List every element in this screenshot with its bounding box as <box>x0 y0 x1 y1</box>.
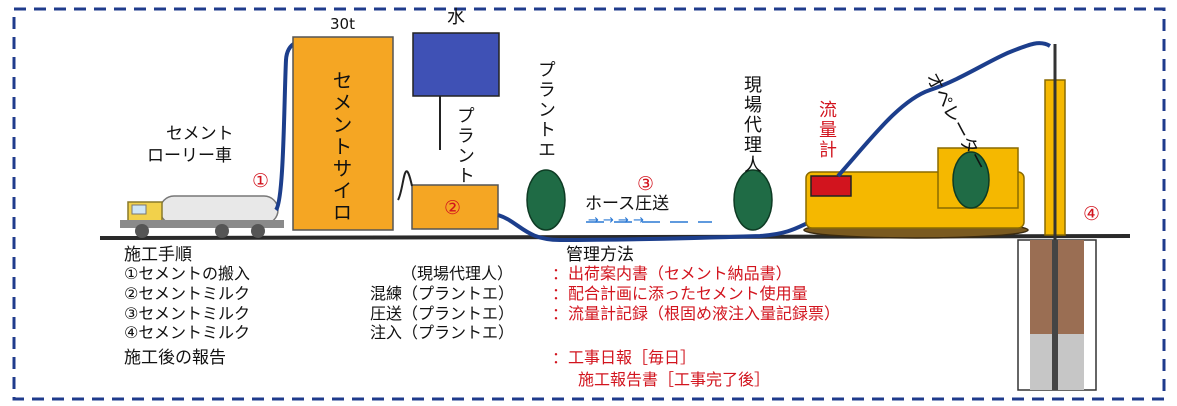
plant-worker-label: プラントエ <box>535 60 556 160</box>
site-agent-figure <box>733 169 773 231</box>
truck-label-line1: セメント <box>166 124 234 144</box>
hose-pressure-label: ホース圧送 <box>585 194 670 214</box>
mast-hose <box>836 41 1052 178</box>
procedure-item-1: ①セメントの搬入 <box>124 264 251 283</box>
procedure-role-4: 注入（プラントエ） <box>370 323 515 342</box>
step4-marker: ④ <box>1083 203 1101 225</box>
cement-truck-icon <box>120 195 284 238</box>
flow-meter-box <box>810 175 852 197</box>
procedure-role-2: 混練（プラントエ） <box>370 284 515 303</box>
procedure-role-1: （現場代理人） <box>401 264 514 283</box>
truck-label-line2: ローリー車 <box>147 146 232 166</box>
procedure-item-2: ②セメントミルク <box>124 284 251 303</box>
report-line-1: ：工事日報［毎日］ <box>552 348 697 367</box>
procedure-item-4: ④セメントミルク <box>124 323 251 342</box>
report-line-2: 施工報告書［工事完了後］ <box>578 370 771 389</box>
silo-to-plant-pipe <box>397 170 413 201</box>
plant-label: プラント <box>454 106 475 186</box>
step3-marker: ③ <box>637 173 655 195</box>
management-heading: 管理方法 <box>566 245 634 265</box>
pressure-hose <box>497 213 811 243</box>
management-item-1: ：出荷案内書（セメント納品書） <box>552 264 792 283</box>
management-item-2: ：配合計画に添ったセメント使用量 <box>552 284 808 303</box>
step1-marker: ① <box>252 170 270 192</box>
flow-arrows: → → → → <box>588 213 644 228</box>
procedure-role-3: 圧送（プラントエ） <box>370 304 515 323</box>
plant-worker-figure <box>526 169 566 231</box>
step2-marker: ② <box>444 197 462 219</box>
site-agent-label: 現場代理人 <box>741 75 762 175</box>
water-tank <box>412 32 500 97</box>
operator-figure <box>952 151 990 209</box>
borehole <box>1017 239 1097 391</box>
cement-silo <box>292 36 394 231</box>
silo-capacity-label: 30t <box>330 15 355 33</box>
report-heading: 施工後の報告 <box>124 348 226 368</box>
procedure-item-3: ③セメントミルク <box>124 304 251 323</box>
silo-label: セメントサイロ <box>329 70 353 224</box>
flow-meter-label: 流量計 <box>816 100 837 160</box>
plant-box <box>411 184 499 230</box>
dashed-frame <box>12 7 1166 401</box>
management-item-3: ：流量計記録（根固め液注入量記録票） <box>552 304 841 323</box>
procedure-heading: 施工手順 <box>124 245 192 265</box>
water-label: 水 <box>447 7 465 28</box>
pile-driver-machine <box>803 147 1029 239</box>
